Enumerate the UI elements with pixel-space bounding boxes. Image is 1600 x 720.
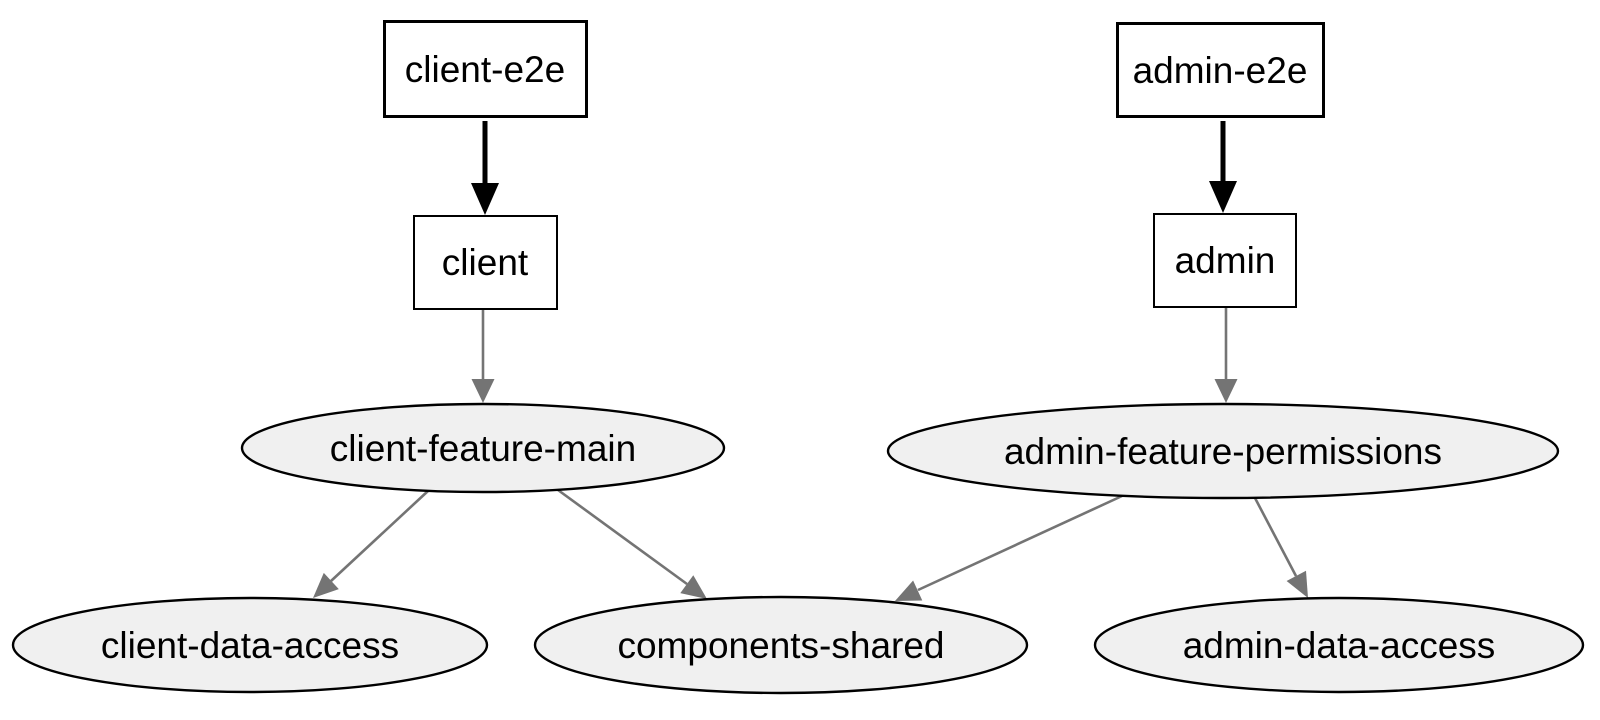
node-client-e2e: client-e2e <box>383 20 588 118</box>
edge-admin-feature-permissions-to-components-shared <box>895 494 1123 601</box>
node-admin: admin <box>1153 213 1297 308</box>
node-admin-e2e-shape <box>1116 22 1325 118</box>
nodes: client-e2e admin-e2e client admin client… <box>11 20 1585 695</box>
node-client-data-access: client-data-access <box>11 596 489 694</box>
node-components-shared: components-shared <box>533 595 1029 695</box>
node-components-shared-label: components-shared <box>617 625 944 666</box>
node-client: client <box>413 215 558 310</box>
edge-admin-feature-permissions-to-admin-data-access <box>1253 497 1308 598</box>
node-admin-e2e-label: admin-e2e <box>1133 50 1308 91</box>
node-client-e2e-shape <box>383 20 588 118</box>
arrowhead-icon <box>1214 379 1238 403</box>
edge-client-feature-main-to-components-shared <box>557 488 707 599</box>
arrowhead-icon <box>1286 570 1308 598</box>
node-client-e2e-label: client-e2e <box>405 49 565 90</box>
edges <box>313 121 1308 601</box>
node-admin-shape <box>1153 213 1297 308</box>
arrowhead-icon <box>471 379 495 403</box>
node-admin-feature-permissions-shape <box>886 402 1560 500</box>
node-components-shared-shape <box>533 595 1029 695</box>
node-client-label: client <box>442 242 529 283</box>
arrowhead-icon <box>895 580 923 601</box>
arrowhead-icon <box>680 575 707 599</box>
node-client-shape <box>413 215 558 310</box>
node-admin-data-access-shape <box>1093 596 1585 694</box>
edge-admin-to-admin-feature-permissions <box>1214 308 1238 403</box>
node-client-data-access-shape <box>11 596 489 694</box>
arrowhead-icon <box>471 183 499 215</box>
node-client-feature-main: client-feature-main <box>240 402 726 494</box>
arrowhead-icon <box>1209 181 1237 213</box>
node-admin-feature-permissions-label: admin-feature-permissions <box>1004 431 1442 472</box>
edge-client-feature-main-to-client-data-access <box>313 490 429 598</box>
node-client-data-access-label: client-data-access <box>101 625 399 666</box>
node-admin-e2e: admin-e2e <box>1116 22 1325 118</box>
node-client-feature-main-label: client-feature-main <box>330 428 636 469</box>
node-admin-data-access-label: admin-data-access <box>1183 625 1496 666</box>
edge-admin-e2e-to-admin <box>1209 121 1237 213</box>
arrowhead-icon <box>313 572 339 598</box>
node-admin-data-access: admin-data-access <box>1093 596 1585 694</box>
node-admin-label: admin <box>1175 240 1276 281</box>
edge-client-to-client-feature-main <box>471 310 495 403</box>
node-client-feature-main-shape <box>240 402 726 494</box>
edge-client-e2e-to-client <box>471 121 499 215</box>
node-admin-feature-permissions: admin-feature-permissions <box>886 402 1560 500</box>
